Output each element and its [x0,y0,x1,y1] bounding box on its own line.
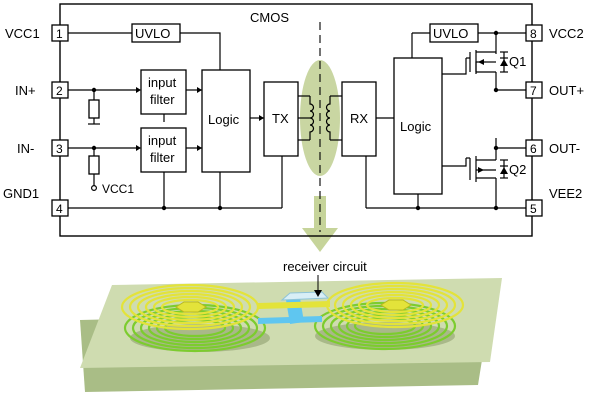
q1-body-arrow [478,59,484,65]
q2-label: Q2 [509,162,526,177]
svg-text:input: input [148,75,177,90]
arrow-tx [259,115,264,121]
right-pin-7: 7 OUT+ [525,81,584,99]
q2-body-arrow [478,167,484,173]
svg-text:5: 5 [530,202,537,216]
chip-title: CMOS [250,10,289,25]
uvlo-left-block: UVLO [131,23,181,43]
resistor-pullup-in-plus [88,99,100,119]
receiver-circuit-label: receiver circuit [283,259,367,274]
svg-text:OUT-: OUT- [549,141,580,156]
input-filter-1: input filter [140,69,187,115]
q1-diode-icon [500,59,508,66]
coil-top-left-pad [175,301,207,313]
junction-vee2-b [415,205,421,211]
svg-text:VCC2: VCC2 [549,26,584,41]
chip-outline [59,3,533,237]
svg-text:filter: filter [150,150,175,165]
left-pin-1: 1 VCC1 [5,24,69,42]
svg-text:UVLO: UVLO [135,26,170,41]
vcc1-tap-node [90,185,97,192]
q2-diode-icon [500,167,508,174]
svg-text:GND1: GND1 [3,186,39,201]
junction-in-minus [91,145,97,151]
arrow-filter1 [136,87,141,93]
tx-block: TX [263,81,299,157]
coil-top-right-pad [380,299,412,311]
left-pin-2: 2 IN+ [15,81,69,99]
junction-out-plus [493,87,499,93]
junction-vcc2 [493,30,499,36]
rx-block: RX [341,81,377,157]
receiver-pointer-head [314,290,322,297]
vcc1-tap-label: VCC1 [102,182,134,196]
coil-top-left [120,283,260,331]
svg-text:filter: filter [150,92,175,107]
arrow-logic-in1 [197,87,202,93]
mosfet-q2-icon [466,148,508,186]
svg-text:1: 1 [56,27,63,41]
svg-text:VCC1: VCC1 [5,26,40,41]
resistor-pullup-in-minus [88,155,100,175]
svg-text:2: 2 [56,84,63,98]
svg-text:4: 4 [56,202,63,216]
svg-text:3: 3 [56,142,63,156]
uvlo-right-block: UVLO [429,23,479,43]
junction-in-plus [91,87,97,93]
right-pin-6: 6 OUT- [525,139,580,157]
logic-left-block: Logic [201,69,251,173]
coil-top-right [325,281,465,329]
svg-text:input: input [148,133,177,148]
svg-text:6: 6 [530,142,537,156]
junction-gnd-a [161,205,167,211]
logic-right-block: Logic [393,57,443,195]
svg-text:VEE2: VEE2 [549,186,582,201]
q1-label: Q1 [509,54,526,69]
substrate-illustration [80,278,502,392]
svg-text:OUT+: OUT+ [549,83,584,98]
mosfet-q1-icon [466,50,508,76]
transformer-icon [298,95,342,141]
arrow-logic-in2 [197,145,202,151]
junction-gnd-b [217,205,223,211]
svg-text:RX: RX [350,111,368,126]
svg-text:8: 8 [530,27,537,41]
svg-text:UVLO: UVLO [433,26,468,41]
svg-text:IN-: IN- [17,141,34,156]
svg-text:Logic: Logic [208,112,240,127]
arrow-filter2 [136,145,141,151]
svg-text:IN+: IN+ [15,83,36,98]
right-pin-5: 5 VEE2 [525,186,582,217]
svg-text:Logic: Logic [400,119,432,134]
svg-text:7: 7 [530,84,537,98]
junction-vee2-a [493,205,499,211]
left-pin-3: 3 IN- [17,139,69,157]
svg-text:TX: TX [272,111,289,126]
right-wiring [365,32,526,209]
right-pin-8: 8 VCC2 [525,24,584,42]
left-pin-4: 4 GND1 [3,186,69,217]
coil-link-top [258,301,330,309]
input-filter-2: input filter [140,127,187,173]
